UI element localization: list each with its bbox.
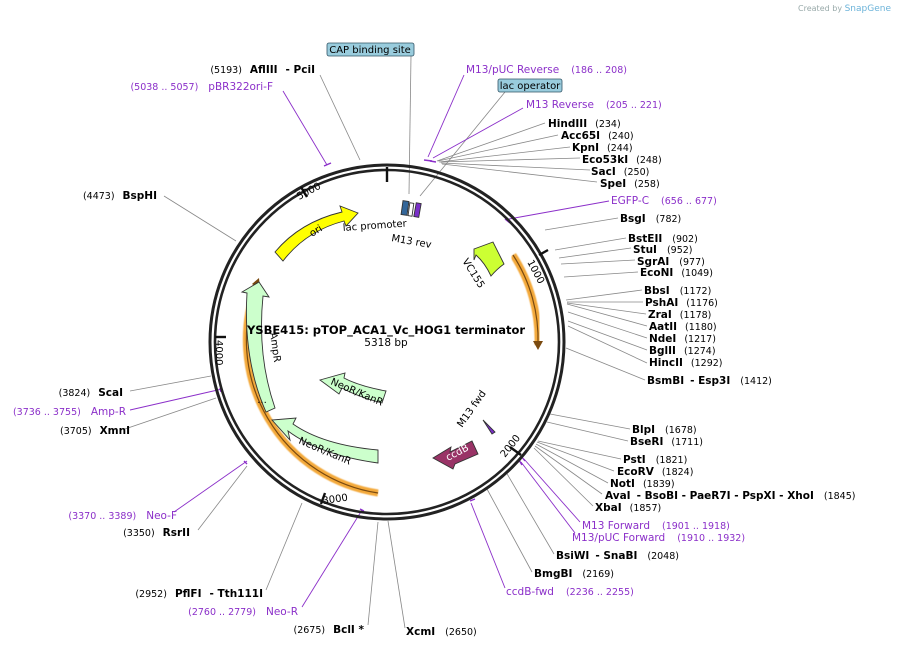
lac-operator-box bbox=[407, 202, 415, 217]
site-label: BseRI(1711) bbox=[630, 436, 703, 448]
primer-label: (3736 .. 3755)Amp-R bbox=[13, 406, 126, 418]
site-label: (3350)RsrII bbox=[123, 527, 190, 539]
site-label: AatII(1180) bbox=[649, 321, 717, 333]
primer-label: ccdB-fwd(2236 .. 2255) bbox=[506, 586, 634, 598]
lac-operator-tag: lac operator bbox=[497, 78, 563, 93]
site-label: (2675)BclI * bbox=[294, 624, 365, 636]
m13fwd-mark bbox=[482, 419, 496, 435]
site-label: ZraI(1178) bbox=[648, 309, 711, 321]
ampr-arrow bbox=[240, 281, 276, 413]
orange-arcs bbox=[242, 253, 542, 497]
watermark-prefix: Created by bbox=[798, 4, 843, 13]
site-label: NdeI(1217) bbox=[649, 333, 716, 345]
site-label: BsmBI- Esp3I(1412) bbox=[647, 375, 772, 387]
cap-binding-site-label: CAP binding site bbox=[329, 45, 411, 56]
site-label: BstEII(902) bbox=[628, 233, 698, 245]
neo-upper-arrow bbox=[318, 372, 387, 404]
tick-label-2000: 2000 bbox=[499, 433, 523, 460]
site-label: NotI(1839) bbox=[610, 478, 675, 490]
ring-ticks bbox=[215, 167, 549, 505]
primer-label: M13/pUC Forward(1910 .. 1932) bbox=[572, 532, 745, 544]
lac-promoter-label: lac promoter bbox=[342, 218, 407, 233]
site-label: BmgBI(2169) bbox=[534, 568, 614, 580]
site-label: BsgI(782) bbox=[620, 213, 681, 225]
ampr-label: AmpR bbox=[267, 332, 282, 363]
site-label: HindIII(234) bbox=[548, 118, 621, 130]
primer-labels: M13/pUC Reverse(186 .. 208) M13 Reverse(… bbox=[13, 64, 745, 618]
site-label: BbsI(1172) bbox=[644, 285, 711, 297]
backbone-outer bbox=[208, 163, 566, 521]
primer-label: (5038 .. 5057)pBR322ori-F bbox=[130, 81, 273, 93]
neo-lower-arrow bbox=[271, 417, 379, 464]
site-label: XcmI(2650) bbox=[406, 626, 477, 638]
site-label: XbaI(1857) bbox=[595, 502, 661, 514]
primer-label: M13 Reverse(205 .. 221) bbox=[526, 99, 662, 111]
plasmid-title: YSBE415: pTOP_ACA1_Vc_HOG1 terminator bbox=[246, 323, 525, 338]
m13fwd-label: M13 fwd bbox=[455, 389, 488, 430]
primer-label: (2760 .. 2779)Neo-R bbox=[188, 606, 298, 618]
feature-shapes bbox=[240, 200, 505, 470]
left-sites: (5193)AflIII- PciI (4473)BspHI (3824)Sca… bbox=[59, 64, 365, 636]
site-label: BglII(1274) bbox=[649, 345, 716, 357]
site-label: AvaI- BsoBI - PaeR7I - PspXI - XhoI(1845… bbox=[605, 490, 855, 502]
primer-label: M13 Forward(1901 .. 1918) bbox=[582, 520, 730, 532]
site-label: StuI(952) bbox=[633, 244, 693, 256]
tick-label-3000: 3000 bbox=[322, 493, 349, 507]
vc155-arrowhead bbox=[533, 341, 543, 350]
site-label: (2952)PflFI- Tth111I bbox=[135, 588, 263, 600]
site-label: SgrAI(977) bbox=[637, 256, 705, 268]
watermark-brand: SnapGene bbox=[844, 4, 891, 14]
primer-label: EGFP-C(656 .. 677) bbox=[611, 195, 717, 207]
site-label: (5193)AflIII- PciI bbox=[210, 64, 315, 76]
site-label: HincII(1292) bbox=[649, 357, 723, 369]
site-label: Acc65I(240) bbox=[561, 130, 634, 142]
site-label: PstI(1821) bbox=[623, 454, 687, 466]
site-label: BlpI(1678) bbox=[632, 424, 697, 436]
m13rev-mark bbox=[413, 202, 422, 218]
cap-binding-site-tag: CAP binding site bbox=[326, 42, 415, 57]
site-label: PshAI(1176) bbox=[645, 297, 718, 309]
ccdb-arrow bbox=[432, 440, 479, 470]
tick-label-4000: 4000 bbox=[213, 340, 224, 365]
lac-promoter-box bbox=[400, 200, 410, 216]
leader-lines bbox=[124, 55, 648, 629]
site-label: EcoNI(1049) bbox=[640, 267, 713, 279]
primer-label: M13/pUC Reverse(186 .. 208) bbox=[466, 64, 627, 76]
site-label: EcoRV(1824) bbox=[617, 466, 693, 478]
site-label: (3824)ScaI bbox=[59, 387, 123, 399]
site-label: BsiWI- SnaBI(2048) bbox=[556, 550, 679, 562]
site-label: Eco53kI(248) bbox=[582, 154, 662, 166]
right-sites: HindIII(234) Acc65I(240) KpnI(244) Eco53… bbox=[406, 118, 855, 638]
ori-arrow bbox=[274, 205, 359, 262]
site-label: SpeI(258) bbox=[600, 178, 660, 190]
vc155-arrow bbox=[473, 241, 505, 277]
site-label: SacI(250) bbox=[591, 166, 649, 178]
primer-label: (3370 .. 3389)Neo-F bbox=[68, 510, 177, 522]
m13rev-label: M13 rev bbox=[390, 233, 432, 251]
site-label: (4473)BspHI bbox=[83, 190, 157, 202]
snapgene-watermark: Created by SnapGene bbox=[798, 4, 891, 14]
lac-operator-label: lac operator bbox=[500, 81, 561, 92]
ampr-ellipsis: ... bbox=[257, 395, 267, 406]
site-label: (3705)XmnI bbox=[60, 425, 130, 437]
primer-leaders bbox=[129, 74, 610, 608]
site-label: KpnI(244) bbox=[572, 142, 633, 154]
plasmid-size: 5318 bp bbox=[364, 337, 408, 349]
